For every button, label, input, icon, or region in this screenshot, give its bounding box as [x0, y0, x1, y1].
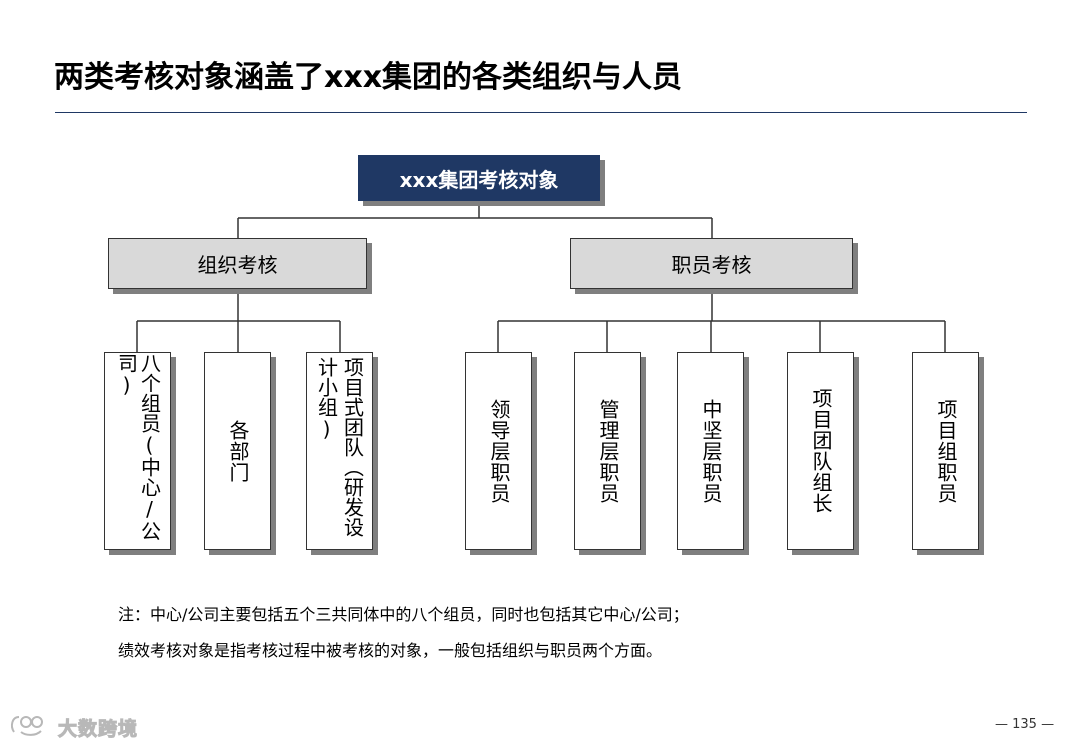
- title-divider: [55, 112, 1027, 113]
- leaf-label: 项目式团队（研发设计小组): [314, 357, 365, 537]
- leaf-label: 项目团队组长: [809, 388, 833, 514]
- leaf-project-staff: 项目组职员: [912, 352, 979, 550]
- root-node: xxx集团考核对象: [358, 155, 600, 201]
- leaf-label: 项目组职员: [934, 398, 958, 504]
- category-org-assessment: 组织考核: [108, 238, 367, 289]
- page-title: 两类考核对象涵盖了xxx集团的各类组织与人员: [54, 60, 683, 95]
- category-label: 组织考核: [197, 253, 278, 277]
- root-node-label: xxx集团考核对象: [399, 167, 559, 192]
- page-number: — 135 —: [995, 717, 1055, 732]
- leaf-team-leaders: 项目团队组长: [787, 352, 854, 550]
- leaf-leadership-staff: 领导层职员: [465, 352, 532, 550]
- watermark-logo-icon: [10, 716, 43, 736]
- leaf-eight-members: 八个组员(中心/公司): [104, 352, 171, 550]
- note-line-1: 注：中心/公司主要包括五个三共同体中的八个组员，同时也包括其它中心/公司；: [118, 605, 689, 624]
- leaf-label: 各部门: [226, 419, 250, 483]
- leaf-label: 中坚层职员: [699, 398, 723, 504]
- leaf-label: 八个组员(中心/公司): [114, 353, 161, 541]
- leaf-core-staff: 中坚层职员: [677, 352, 744, 550]
- category-label: 职员考核: [671, 253, 752, 277]
- note-line-2: 绩效考核对象是指考核过程中被考核的对象，一般包括组织与职员两个方面。: [118, 641, 663, 660]
- leaf-departments: 各部门: [204, 352, 271, 550]
- watermark-text: 大数跨境: [57, 718, 139, 741]
- leaf-label: 管理层职员: [596, 398, 620, 504]
- leaf-project-teams: 项目式团队（研发设计小组): [306, 352, 373, 550]
- leaf-label: 领导层职员: [487, 398, 511, 504]
- leaf-management-staff: 管理层职员: [574, 352, 641, 550]
- category-staff-assessment: 职员考核: [570, 238, 853, 289]
